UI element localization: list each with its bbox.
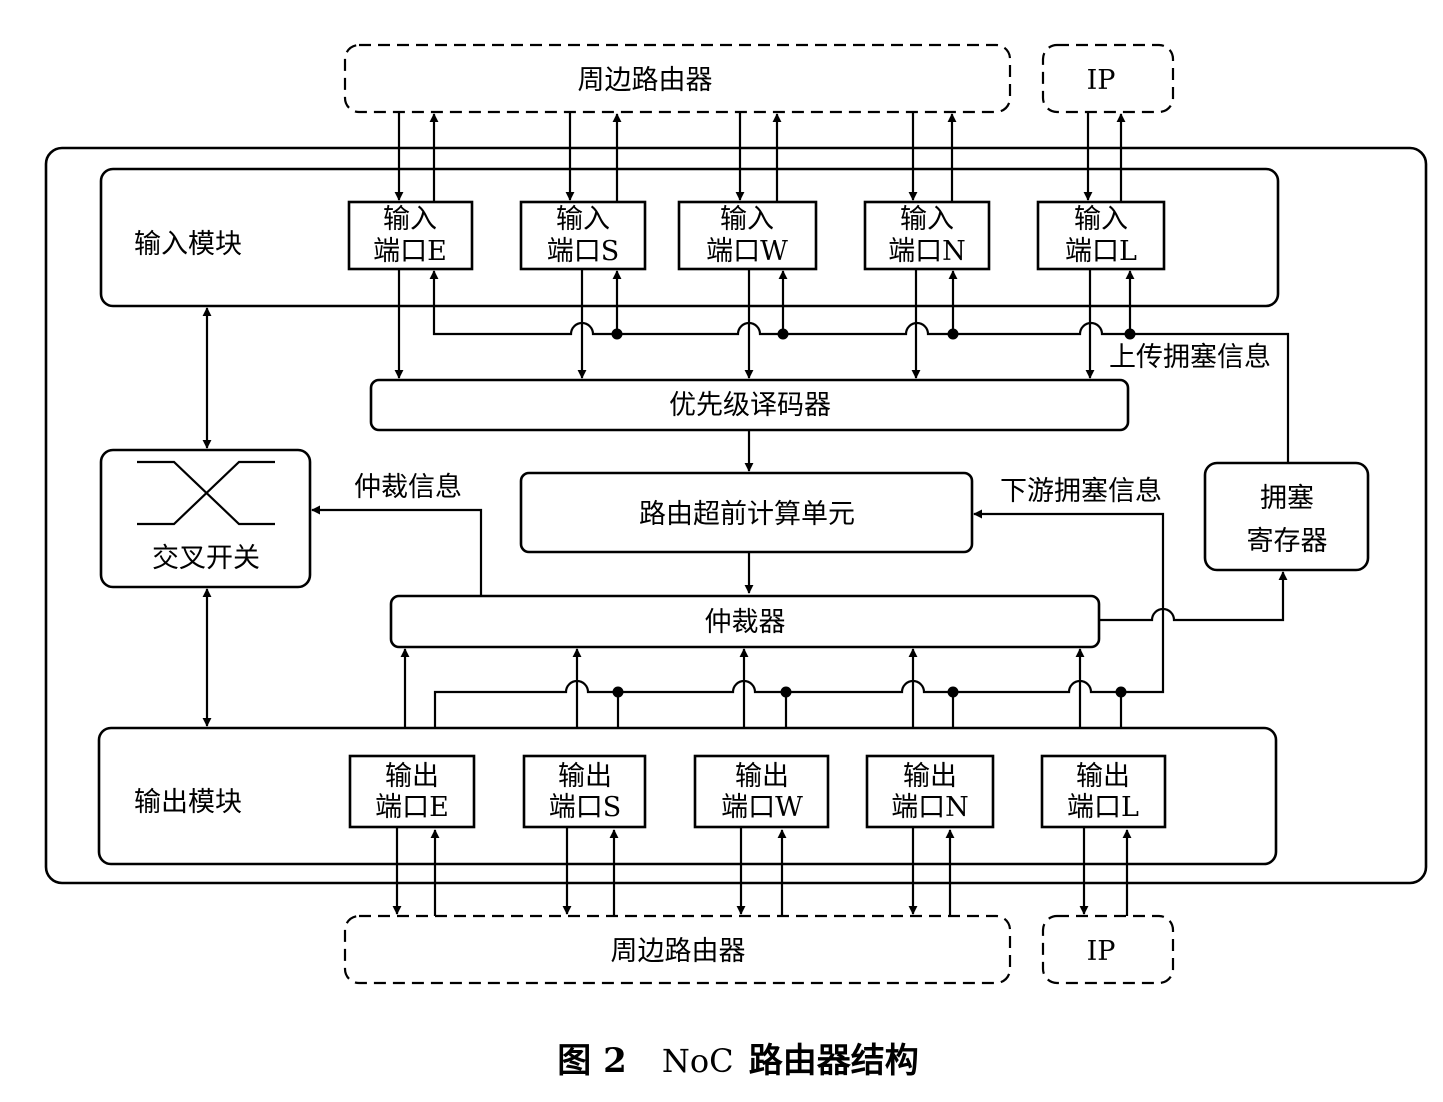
output-port-l-line2: 端口L bbox=[1067, 792, 1139, 823]
input-module-title: 输入模块 bbox=[134, 229, 242, 260]
output-port-e-line2: 端口E bbox=[375, 792, 449, 823]
arbiter-to-register-line bbox=[1099, 571, 1288, 622]
input-port-l-line1: 输入 bbox=[1074, 204, 1128, 235]
output-module-title: 输出模块 bbox=[134, 787, 242, 818]
downstream-congestion-label: 下游拥塞信息 bbox=[1000, 476, 1162, 507]
junction-dot bbox=[1124, 328, 1136, 340]
input-port-s: 输入 端口S bbox=[519, 200, 647, 271]
bottom-ip-label: IP bbox=[1087, 936, 1116, 967]
junction-dot bbox=[780, 686, 792, 698]
junction-dot bbox=[947, 328, 959, 340]
input-port-e: 输入 端口E bbox=[347, 200, 474, 271]
input-port-e-line2: 端口E bbox=[373, 236, 447, 267]
junction-dot bbox=[947, 686, 959, 698]
output-port-w-line2: 端口W bbox=[721, 792, 803, 823]
input-port-s-line2: 端口S bbox=[547, 236, 620, 267]
bottom-peripheral-routers-box bbox=[343, 914, 1012, 985]
junction-dot bbox=[1115, 686, 1127, 698]
input-port-n: 输入 端口N bbox=[863, 200, 991, 271]
output-port-e: 输出 端口E bbox=[348, 754, 476, 829]
congestion-register-line2: 寄存器 bbox=[1247, 526, 1328, 557]
input-port-w-line2: 端口W bbox=[706, 236, 788, 267]
caption-code: NoC bbox=[662, 1042, 734, 1080]
output-port-l-line1: 输出 bbox=[1076, 761, 1130, 792]
top-ip-box bbox=[1041, 43, 1175, 114]
route-lookahead-unit bbox=[519, 471, 974, 554]
input-port-n-line1: 输入 bbox=[900, 204, 954, 235]
output-port-s-line1: 输出 bbox=[558, 761, 612, 792]
top-peripheral-routers-label: 周边路由器 bbox=[578, 65, 713, 96]
bottom-ip-box bbox=[1041, 914, 1175, 985]
arbitration-info-line bbox=[311, 505, 483, 596]
input-port-l-line2: 端口L bbox=[1065, 236, 1137, 267]
input-port-e-line1: 输入 bbox=[383, 204, 437, 235]
output-port-l: 输出 端口L bbox=[1040, 754, 1167, 829]
output-port-n: 输出 端口N bbox=[865, 754, 995, 829]
route-lookahead-label: 路由超前计算单元 bbox=[639, 499, 855, 530]
top-port-links bbox=[394, 112, 1126, 202]
top-peripheral-routers-box bbox=[343, 43, 1012, 114]
bottom-port-links bbox=[392, 828, 1132, 916]
output-port-n-line1: 输出 bbox=[903, 761, 957, 792]
caption-prefix: 图 2 bbox=[557, 1041, 627, 1081]
congestion-register bbox=[1203, 461, 1370, 572]
top-ip-label: IP bbox=[1087, 65, 1116, 96]
crossbar-icon bbox=[137, 460, 275, 526]
junction-dot bbox=[777, 328, 789, 340]
upload-congestion-label: 上传拥塞信息 bbox=[1109, 342, 1271, 373]
junction-dot bbox=[611, 328, 623, 340]
figure-caption: 图 2 NoC 路由器结构 bbox=[557, 1041, 918, 1081]
input-port-s-line1: 输入 bbox=[556, 204, 610, 235]
output-port-n-line2: 端口N bbox=[891, 792, 969, 823]
input-port-w: 输入 端口W bbox=[677, 200, 818, 271]
upload-congestion-bus bbox=[429, 270, 1290, 462]
output-port-s: 输出 端口S bbox=[522, 754, 647, 829]
input-port-n-line2: 端口N bbox=[888, 236, 966, 267]
crossbar-switch bbox=[99, 448, 312, 589]
output-port-w: 输出 端口W bbox=[693, 754, 830, 829]
junction-dot bbox=[612, 686, 624, 698]
output-port-s-line2: 端口S bbox=[549, 792, 622, 823]
caption-title: 路由器结构 bbox=[749, 1041, 919, 1081]
arbiter-label: 仲裁器 bbox=[705, 607, 786, 638]
arbitration-info-label: 仲裁信息 bbox=[354, 472, 462, 503]
input-port-w-line1: 输入 bbox=[720, 204, 774, 235]
congestion-register-line1: 拥塞 bbox=[1260, 483, 1314, 514]
crossbar-label: 交叉开关 bbox=[152, 543, 260, 574]
arbiter bbox=[389, 594, 1101, 649]
input-port-l: 输入 端口L bbox=[1036, 200, 1166, 271]
output-port-e-line1: 输出 bbox=[385, 761, 439, 792]
priority-decoder-label: 优先级译码器 bbox=[669, 390, 831, 421]
bottom-peripheral-routers-label: 周边路由器 bbox=[611, 936, 746, 967]
output-port-w-line1: 输出 bbox=[735, 761, 789, 792]
